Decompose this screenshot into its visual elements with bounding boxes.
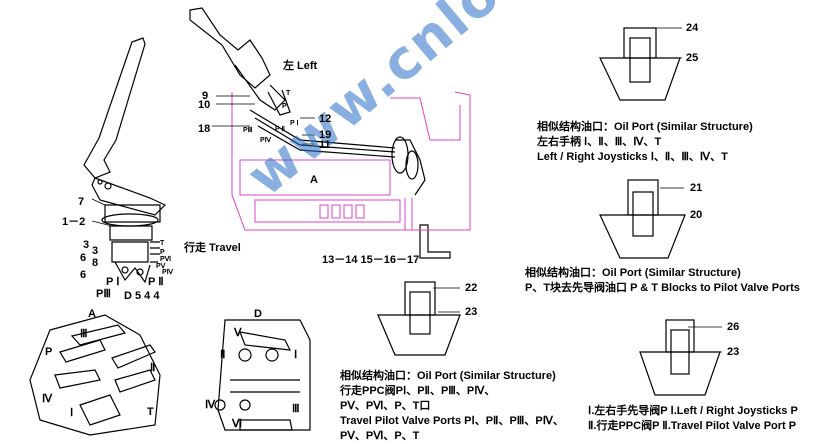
- label-p1-top: P Ⅰ: [290, 120, 299, 127]
- legend: Ⅰ.左右手先导阀P Ⅰ.Left / Right Joysticks P Ⅱ.行…: [588, 404, 798, 434]
- detail-a-drawing: [29, 314, 161, 436]
- label-8: 8: [92, 257, 99, 269]
- label-left-title: 左 Left: [283, 60, 318, 72]
- note-travel-line2: 行走PPC阀PⅠ、PⅡ、PⅢ、PⅣ、: [340, 385, 496, 397]
- label-travel-p4: PⅣ: [162, 269, 174, 276]
- legend-line1: Ⅰ.左右手先导阀P Ⅰ.Left / Right Joysticks P: [588, 405, 798, 417]
- label-21: 21: [690, 182, 703, 194]
- label-detail-a: A: [88, 308, 96, 320]
- label-d-5: Ⅴ: [234, 327, 242, 339]
- label-travel-p3: PⅢ: [96, 288, 111, 300]
- label-23a: 23: [465, 306, 478, 318]
- legend-line2: Ⅱ.行走PPC阀P Ⅱ.Travel Pilot Valve Port P: [588, 420, 797, 432]
- note-travel-ports: 相似结构油口：Oil Port (Similar Structure) 行走PP…: [340, 369, 564, 444]
- label-20: 20: [690, 209, 703, 221]
- label-3b: 3: [92, 245, 99, 257]
- label-a-3: Ⅲ: [80, 328, 88, 340]
- label-22: 22: [465, 282, 478, 294]
- label-d-6: Ⅵ: [232, 418, 243, 430]
- left-joystick-drawing: [189, 7, 451, 259]
- note-travel-line4: Travel Pilot Valve Ports PⅠ、PⅡ、PⅢ、PⅣ、: [340, 415, 564, 427]
- label-1-2: 1－2: [62, 216, 86, 228]
- label-a-4: Ⅳ: [42, 393, 53, 405]
- label-a-mid: A: [310, 174, 318, 186]
- label-a-1: Ⅰ: [70, 407, 74, 419]
- label-p-top: P: [282, 103, 287, 110]
- label-p2-top: P Ⅱ: [275, 126, 285, 133]
- label-travel-p2: P Ⅱ: [148, 276, 164, 288]
- label-11: 11: [319, 139, 331, 151]
- label-travel-t: T: [160, 240, 165, 247]
- label-p3-top: PⅢ: [243, 127, 253, 134]
- note-pt-line2: P、T块去先导阀油口 P & T Blocks to Pilot Valve P…: [525, 282, 800, 294]
- note-joystick-ports: 相似结构油口：Oil Port (Similar Structure) 左右手柄…: [537, 120, 753, 165]
- label-6a: 6: [80, 252, 87, 264]
- label-d-2: Ⅱ: [220, 349, 226, 361]
- note-travel-line1: 相似结构油口：Oil Port (Similar Structure): [340, 370, 556, 382]
- label-7: 7: [78, 196, 85, 208]
- label-travel-p1: P Ⅰ: [106, 276, 120, 288]
- label-a-2: Ⅱ: [150, 362, 156, 374]
- label-24: 24: [686, 22, 699, 34]
- label-travel-p5: PⅤ: [156, 263, 166, 270]
- label-d-4: Ⅳ: [205, 399, 216, 411]
- travel-lever-drawing: [83, 37, 167, 284]
- fitting-22-23: [377, 281, 461, 356]
- detail-d-drawing: [214, 319, 311, 431]
- note-pt-line1: 相似结构油口：Oil Port (Similar Structure): [525, 267, 741, 279]
- label-23b: 23: [727, 346, 740, 358]
- leader-lines: [91, 27, 722, 353]
- note-travel-line3: PⅤ、PⅥ、P、T口: [340, 400, 431, 412]
- label-12: 12: [319, 113, 332, 125]
- fitting-26-23: [639, 319, 721, 396]
- label-26: 26: [727, 321, 740, 333]
- label-a-t: T: [147, 406, 154, 418]
- label-t-top: T: [286, 90, 291, 97]
- label-13-17: 13－14 15－16－17: [322, 254, 420, 266]
- label-travel-p6: PⅥ: [160, 256, 172, 263]
- note-pt-blocks: 相似结构油口：Oil Port (Similar Structure) P、T块…: [525, 266, 800, 296]
- label-d-1: Ⅰ: [294, 349, 298, 361]
- label-18: 18: [198, 123, 211, 135]
- label-19: 19: [319, 129, 332, 141]
- label-10: 10: [198, 99, 211, 111]
- fitting-21-20: [599, 179, 686, 259]
- note-joystick-line1: 相似结构油口：Oil Port (Similar Structure): [537, 121, 753, 133]
- label-d-3: Ⅲ: [292, 403, 300, 415]
- note-joystick-line3: Left / Right Joysticks Ⅰ、Ⅱ、Ⅲ、Ⅳ、T: [537, 151, 728, 163]
- fitting-24-25: [599, 27, 681, 101]
- label-6b: 6: [80, 269, 87, 281]
- seat-frame-pink: [231, 91, 471, 231]
- label-travel-p: P: [160, 249, 165, 256]
- note-joystick-line2: 左右手柄 Ⅰ、Ⅱ、Ⅲ、Ⅳ、T: [537, 136, 662, 148]
- label-travel-title: 行走 Travel: [184, 242, 241, 254]
- label-3a: 3: [83, 239, 90, 251]
- label-detail-d: D: [254, 308, 262, 320]
- label-9: 9: [202, 90, 209, 102]
- label-a-p: P: [45, 346, 53, 358]
- label-25: 25: [686, 52, 699, 64]
- label-bottom-nums: D 5 4 4: [124, 290, 160, 302]
- label-p4-top: PⅣ: [260, 137, 272, 144]
